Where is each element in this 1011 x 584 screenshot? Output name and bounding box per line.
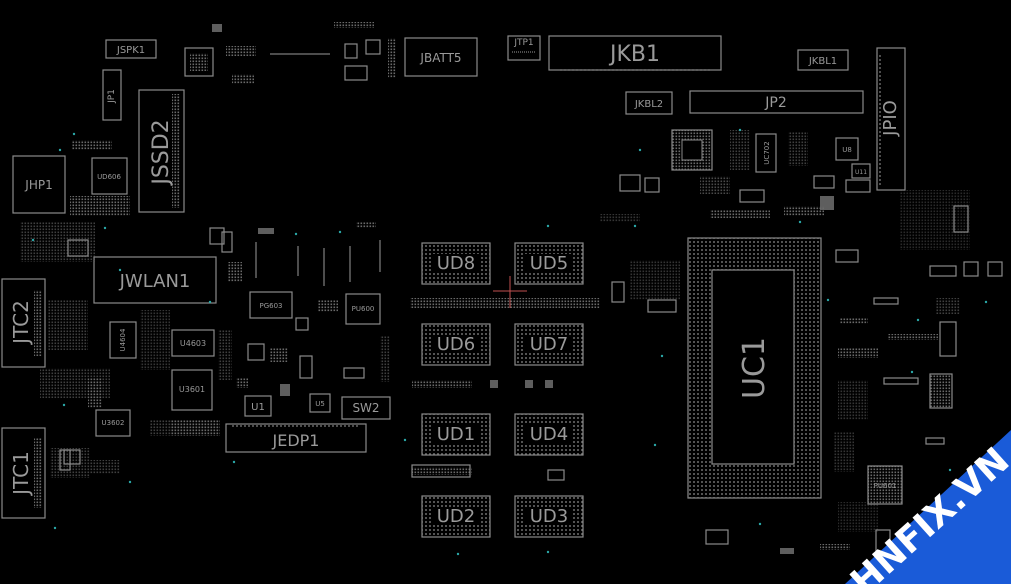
- ud8-chip[interactable]: UD8: [421, 242, 491, 285]
- jwlan1-connector[interactable]: JWLAN1: [93, 256, 217, 304]
- ud3-chip[interactable]: UD3: [514, 495, 584, 538]
- ud7-chip[interactable]: UD7: [514, 323, 584, 366]
- jtp1-label: JTP1: [513, 38, 533, 48]
- jkbl2-connector[interactable]: JKBL2: [625, 91, 673, 115]
- uc1-cpu[interactable]: UC1: [687, 237, 822, 499]
- ud1-label: UD1: [437, 424, 476, 445]
- u8-chip[interactable]: U8: [835, 137, 859, 161]
- u8-label: U8: [842, 146, 852, 154]
- ud6-label: UD6: [437, 334, 476, 355]
- ud606-label: UD606: [97, 173, 121, 181]
- jtc2-connector[interactable]: JTC2: [1, 278, 46, 368]
- uc1-label: UC1: [737, 337, 772, 399]
- u5-label: U5: [315, 400, 325, 408]
- pu600-chip[interactable]: PU600: [345, 293, 381, 325]
- u3602-chip[interactable]: U3602: [95, 409, 131, 437]
- u11-label: U11: [855, 169, 867, 176]
- jhp1-label: JHP1: [24, 178, 52, 192]
- jedp1-connector[interactable]: JEDP1: [225, 423, 367, 453]
- pu601-chip[interactable]: PU601: [867, 465, 903, 505]
- ud6-chip[interactable]: UD6: [421, 323, 491, 366]
- ec-chip[interactable]: [671, 129, 713, 171]
- jhp1-connector[interactable]: JHP1: [12, 155, 66, 214]
- jp2-label: JP2: [764, 95, 786, 111]
- jbatt5-label: JBATT5: [419, 51, 461, 65]
- u1-chip[interactable]: U1: [244, 395, 272, 417]
- u3601-label: U3601: [179, 385, 205, 394]
- jssd2-connector[interactable]: JSSD2: [138, 89, 185, 213]
- jtp1-connector[interactable]: JTP1: [507, 35, 541, 61]
- ud5-chip[interactable]: UD5: [514, 242, 584, 285]
- jkbl1-label: JKBL1: [808, 56, 837, 67]
- ud4-label: UD4: [530, 424, 569, 445]
- jp2-connector[interactable]: JP2: [689, 90, 864, 114]
- pu600-label: PU600: [352, 305, 375, 313]
- jspk1-label: JSPK1: [116, 45, 145, 56]
- ud8-label: UD8: [437, 253, 476, 274]
- jtc1-connector[interactable]: JTC1: [1, 427, 46, 519]
- u4603-label: U4603: [180, 339, 206, 348]
- vias: [31, 128, 988, 556]
- passive-components: [20, 22, 1003, 561]
- jkbl1-connector[interactable]: JKBL1: [797, 49, 849, 71]
- ud1-chip[interactable]: UD1: [421, 413, 491, 456]
- memory-passives: [410, 298, 600, 475]
- ud2-label: UD2: [437, 506, 476, 527]
- u3601-chip[interactable]: U3601: [171, 369, 213, 411]
- jpio-connector[interactable]: JPIO: [876, 47, 906, 191]
- ud3-label: UD3: [530, 506, 569, 527]
- u1-label: U1: [251, 402, 265, 413]
- u3602-label: U3602: [102, 419, 125, 427]
- pg603-chip[interactable]: PG603: [249, 291, 293, 319]
- jpio-label: JPIO: [880, 100, 901, 137]
- pg603-label: PG603: [259, 302, 282, 310]
- u4604-chip[interactable]: U4604: [109, 321, 137, 359]
- uc702-label: UC702: [763, 141, 771, 164]
- jedp1-label: JEDP1: [272, 431, 320, 450]
- jp1-connector[interactable]: JP1: [102, 69, 122, 121]
- jwlan1-label: JWLAN1: [119, 271, 191, 292]
- pu601-label: PU601: [874, 482, 897, 490]
- u4604-label: U4604: [119, 328, 127, 351]
- jssd2-label: JSSD2: [149, 119, 174, 186]
- sw2-label: SW2: [352, 401, 379, 415]
- jkb1-connector[interactable]: JKB1: [548, 35, 722, 71]
- ud7-label: UD7: [530, 334, 569, 355]
- u5-chip[interactable]: U5: [309, 393, 331, 413]
- sw2-switch[interactable]: SW2: [341, 396, 391, 420]
- jspk1-connector[interactable]: JSPK1: [105, 39, 157, 59]
- jkbl2-label: JKBL2: [634, 99, 663, 110]
- jkb1-label: JKB1: [608, 42, 660, 67]
- jtc2-label: JTC2: [9, 300, 33, 346]
- u11-chip[interactable]: U11: [851, 163, 871, 179]
- u4603-chip[interactable]: U4603: [171, 329, 215, 357]
- ud5-label: UD5: [530, 253, 569, 274]
- ud2-chip[interactable]: UD2: [421, 495, 491, 538]
- ud4-chip[interactable]: UD4: [514, 413, 584, 456]
- ud606-chip[interactable]: UD606: [91, 157, 128, 195]
- jtc1-label: JTC1: [9, 451, 33, 497]
- jbatt5-connector[interactable]: JBATT5: [404, 37, 478, 77]
- jp1-label: JP1: [107, 89, 117, 104]
- uc702-chip[interactable]: UC702: [755, 133, 777, 173]
